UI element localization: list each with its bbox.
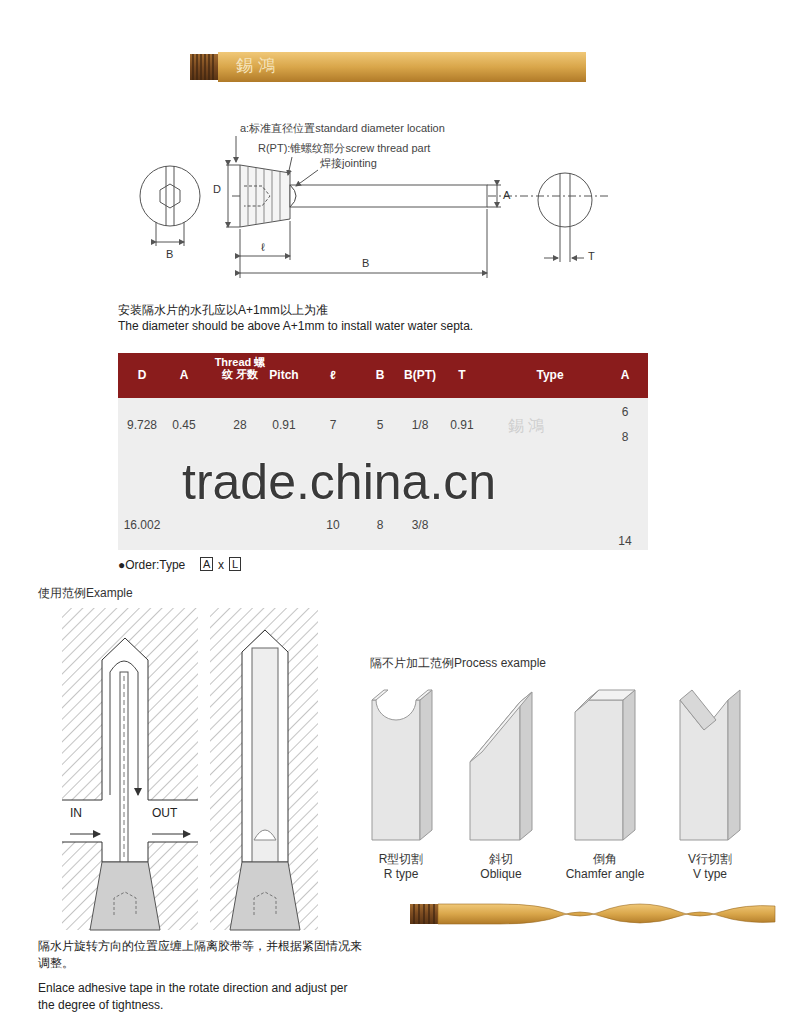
- callout-text: R(PT):锥螺纹部分screw thread part: [258, 142, 430, 155]
- table-cell: 8: [360, 518, 400, 532]
- dimension-label: A: [503, 189, 510, 202]
- table-cell: 0.91: [442, 418, 482, 432]
- table-cell: 8: [605, 430, 645, 444]
- table-header: B: [360, 368, 400, 382]
- table-header: T: [442, 368, 482, 382]
- order-note: x: [218, 558, 224, 572]
- twisted-baffle: [410, 904, 775, 924]
- callout-text: 焊接jointing: [320, 157, 377, 170]
- note-text: The diameter should be above A+1mm to in…: [118, 319, 473, 333]
- watermark: 錫 鴻: [508, 416, 544, 435]
- watermark: 錫 鴻: [236, 56, 275, 76]
- table-cell: 0.91: [264, 418, 304, 432]
- process-caption: V行切割: [665, 852, 755, 866]
- process-caption: R型切割: [356, 852, 446, 866]
- dimension-label: D: [213, 183, 221, 196]
- table-header: A: [605, 368, 645, 382]
- mold-section: [210, 608, 318, 930]
- mold-section: [62, 608, 198, 930]
- section-heading: 隔不片加工范例Process example: [370, 656, 546, 670]
- table-header: D: [120, 368, 164, 382]
- section-heading: 使用范例Example: [38, 586, 133, 600]
- table-header: ℓ: [313, 368, 353, 382]
- table-cell: 16.002: [120, 518, 164, 532]
- table-cell: 6: [605, 405, 645, 419]
- dimension-label: ℓ: [261, 241, 265, 254]
- dimension-label: B: [166, 248, 173, 261]
- technical-drawing: [140, 136, 610, 278]
- flow-label: IN: [70, 806, 82, 820]
- dimension-label: B: [362, 257, 369, 270]
- table-header: Thread 螺纹 牙数: [214, 356, 266, 380]
- process-caption: Oblique: [456, 867, 546, 881]
- order-box: A: [200, 557, 213, 571]
- table-cell: 28: [216, 418, 264, 432]
- process-caption: V type: [665, 867, 755, 881]
- table-body: [118, 398, 648, 550]
- flow-label: OUT: [152, 806, 177, 820]
- table-cell: 1/8: [398, 418, 442, 432]
- table-header: Pitch: [262, 368, 306, 382]
- process-caption: Chamfer angle: [555, 867, 655, 881]
- baffle-rod: [190, 52, 586, 82]
- process-caption: R type: [356, 867, 446, 881]
- table-cell: 3/8: [398, 518, 442, 532]
- table-header: Type: [500, 368, 600, 382]
- process-caption: 倒角: [555, 852, 655, 866]
- table-cell: 7: [313, 418, 353, 432]
- note-text: 安装隔水片的水孔应以A+1mm以上为准: [118, 303, 328, 317]
- dimension-label: T: [588, 250, 595, 263]
- table-cell: 0.45: [163, 418, 205, 432]
- process-shapes: [372, 690, 740, 840]
- watermark: trade.china.cn: [182, 452, 496, 512]
- table-header: A: [163, 368, 205, 382]
- process-caption: 斜切: [456, 852, 546, 866]
- note-text: Enlace adhesive tape in the rotate direc…: [38, 980, 358, 1015]
- note-text: 隔水片旋转方向的位置应缠上隔离胶带等，并根据紧固情况来调整。: [38, 938, 368, 973]
- callout-text: a:标准直径位置standard diameter location: [240, 122, 445, 135]
- table-cell: 9.728: [120, 418, 164, 432]
- table-cell: 10: [313, 518, 353, 532]
- table-header: [118, 353, 648, 398]
- order-note: ●Order:Type: [118, 558, 185, 572]
- order-box: L: [229, 557, 241, 571]
- table-header: B(PT): [398, 368, 442, 382]
- table-cell: 14: [605, 534, 645, 548]
- table-cell: 5: [360, 418, 400, 432]
